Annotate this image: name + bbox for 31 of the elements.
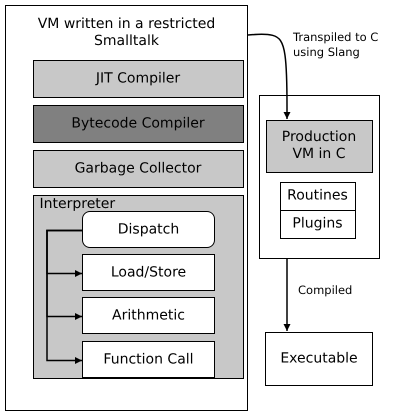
node-label: Interpreter <box>38 196 116 212</box>
process-box <box>280 210 356 238</box>
process-box <box>265 332 373 386</box>
arrow <box>248 34 290 119</box>
node-label: Plugins <box>291 216 344 232</box>
process-box <box>266 120 372 172</box>
node-label: Bytecode Compiler <box>70 115 206 132</box>
node-label: Load/Store <box>110 264 188 281</box>
node-label: Function Call <box>102 351 195 368</box>
node-label: Executable <box>279 350 359 368</box>
node-label: Garbage Collector <box>74 160 202 177</box>
process-box <box>32 150 244 188</box>
process-box <box>82 254 215 291</box>
node-label: JIT Compiler <box>94 70 182 87</box>
process-box <box>280 182 356 210</box>
node-label: Routines <box>286 188 349 204</box>
process-box <box>32 104 244 142</box>
process-box <box>82 341 215 378</box>
arrow <box>284 259 290 331</box>
container-box <box>5 5 248 411</box>
node-label: Dispatch <box>116 221 180 238</box>
edge-label: Compiled <box>298 283 352 298</box>
process-box <box>82 297 215 334</box>
process-box <box>82 211 215 248</box>
container-box <box>259 95 380 259</box>
arrow <box>46 230 83 364</box>
node-label: Production VM in C <box>280 129 358 163</box>
process-box <box>32 60 244 98</box>
container-box <box>32 194 244 378</box>
node-label: Arithmetic <box>111 307 186 324</box>
node-label: VM written in a restricted Smalltalk <box>36 16 216 50</box>
